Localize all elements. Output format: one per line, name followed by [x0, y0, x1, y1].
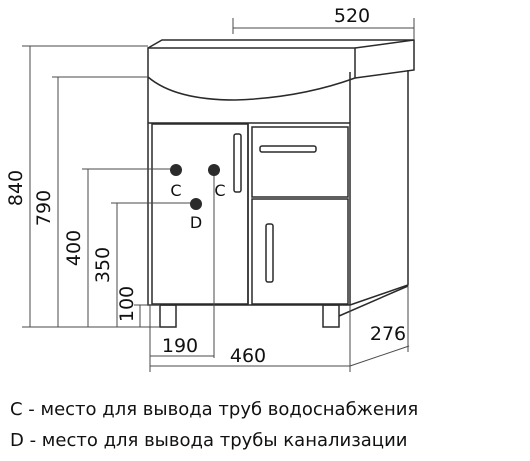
cabinet: [147, 39, 415, 328]
marker-d: [190, 198, 202, 210]
leg-left: [159, 304, 177, 328]
dim-offset-c: 190: [162, 335, 198, 357]
dim-leg-height: 100: [116, 286, 138, 322]
dim-total-height: 840: [5, 170, 27, 206]
leg-right: [322, 304, 340, 328]
sink-edge: [354, 39, 415, 49]
dim-depth: 276: [370, 323, 406, 345]
marker-c-left-label: C: [170, 181, 181, 200]
marker-c-left: [170, 164, 182, 176]
dim-body-width: 460: [230, 345, 266, 367]
dim-body-height: 790: [33, 190, 55, 226]
sink-top-front: [147, 47, 356, 101]
body-side: [349, 70, 409, 306]
marker-d-label: D: [190, 213, 202, 232]
body-front: [147, 72, 351, 306]
drawer: [251, 126, 349, 198]
left-door-handle: [233, 133, 242, 193]
right-door: [251, 198, 349, 305]
right-door-handle: [265, 223, 274, 283]
dimension-labels: 520 840 790 400 350 100 190 460 276: [5, 5, 406, 367]
legend-c: C - место для вывода труб водоснабжения: [10, 399, 419, 420]
marker-c-right: [208, 164, 220, 176]
dimension-lines: [22, 18, 415, 372]
drawer-handle: [259, 145, 317, 153]
dim-total-width: 520: [334, 5, 370, 27]
connection-markers: C C D: [170, 164, 226, 232]
marker-c-right-label: C: [214, 181, 225, 200]
dim-height-c: 400: [63, 230, 85, 266]
dim-height-d: 350: [92, 247, 114, 283]
legend-d: D - место для вывода трубы канализации: [10, 430, 408, 451]
cabinet-dimension-drawing: 520 840 790 400 350 100 190 460 276 C C …: [5, 5, 415, 372]
